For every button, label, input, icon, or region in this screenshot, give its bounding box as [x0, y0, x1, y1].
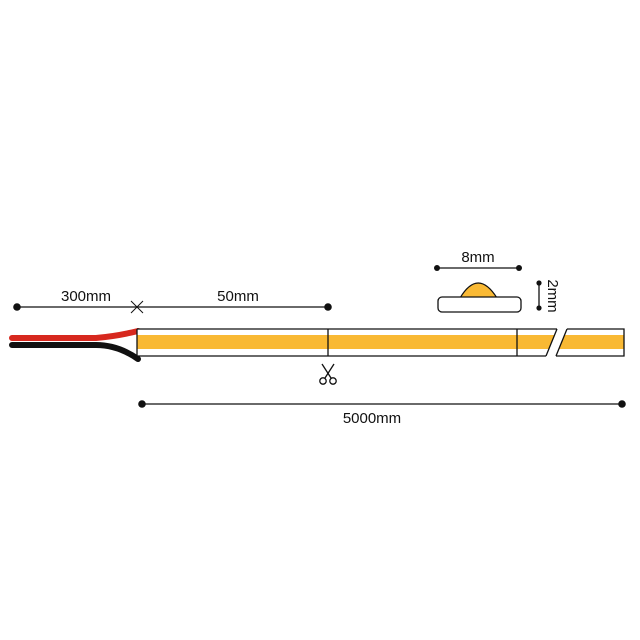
- strip-length-dimension: 5000mm: [138, 400, 626, 427]
- dimension-end-dot: [324, 303, 332, 311]
- strip-break-gap: [546, 327, 567, 358]
- dimension-end-dot: [434, 265, 440, 271]
- led-strip: [136, 327, 625, 358]
- dimension-end-dot: [138, 400, 146, 408]
- dimension-end-dot: [536, 305, 542, 311]
- red-wire: [9, 328, 141, 341]
- led-band: [548, 335, 624, 349]
- lead-and-cut-dimension: 300mm 50mm: [13, 288, 332, 314]
- dimension-end-dot: [516, 265, 522, 271]
- led-dome: [458, 282, 499, 299]
- profile-width-label: 8mm: [461, 249, 494, 266]
- lead-wires: [9, 328, 141, 362]
- led-band: [137, 335, 558, 349]
- black-wire: [9, 342, 141, 362]
- lead-length-label: 300mm: [61, 288, 111, 305]
- profile-height-label: 2mm: [544, 279, 561, 312]
- strip-length-label: 5000mm: [343, 410, 401, 427]
- x-mark-icon: [130, 300, 144, 314]
- profile-body: [437, 296, 522, 313]
- cut-interval-label: 50mm: [217, 288, 259, 305]
- dimension-end-dot: [13, 303, 21, 311]
- dimension-end-dot: [618, 400, 626, 408]
- scissors-icon: [319, 363, 337, 385]
- profile-cross-section: 8mm 2mm: [434, 249, 561, 313]
- dimension-end-dot: [536, 280, 542, 286]
